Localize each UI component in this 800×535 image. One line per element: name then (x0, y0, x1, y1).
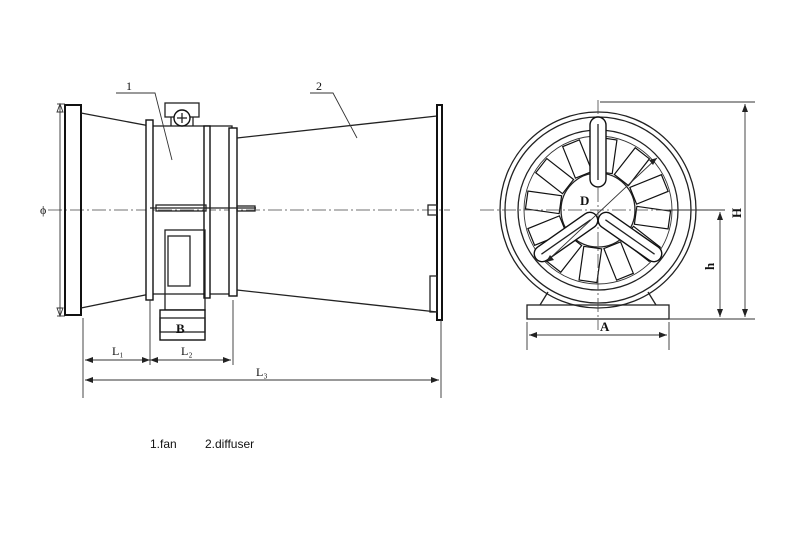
fan-blade (633, 205, 672, 230)
legend-fan: 1.fan (150, 437, 177, 451)
dim-diameter: ϕ (40, 203, 46, 217)
fan-blade (613, 146, 651, 187)
legend: 1.fan 2.diffuser (150, 437, 254, 451)
legend-diffuser: 2.diffuser (205, 437, 254, 451)
motor-base (159, 229, 206, 341)
fan-blade (603, 241, 635, 281)
dim-h-large: H (729, 208, 744, 218)
dim-a: A (600, 319, 610, 334)
outlet-flange (436, 104, 443, 321)
fan-blades (524, 136, 672, 284)
dim-h-small: h (702, 262, 717, 270)
dim-l2: L₂ (181, 344, 193, 358)
junction-box (164, 102, 200, 127)
inlet-flange (64, 104, 82, 316)
dim-l1: L₁ (112, 344, 124, 358)
side-view: 1 2 ϕ L₁ L₂ L₃ B (40, 79, 450, 398)
fan-blade (629, 173, 669, 205)
fan-blade (534, 157, 575, 195)
dim-b: B (176, 321, 185, 336)
callout-diffuser: 2 (316, 79, 322, 93)
fan-blade (561, 139, 593, 179)
fan-blade (578, 245, 603, 284)
fan-blade (524, 190, 563, 215)
dim-l3: L₃ (256, 365, 268, 379)
callout-fan: 1 (126, 79, 132, 93)
front-view: D A h H (480, 100, 755, 350)
dim-d: D (580, 193, 589, 208)
